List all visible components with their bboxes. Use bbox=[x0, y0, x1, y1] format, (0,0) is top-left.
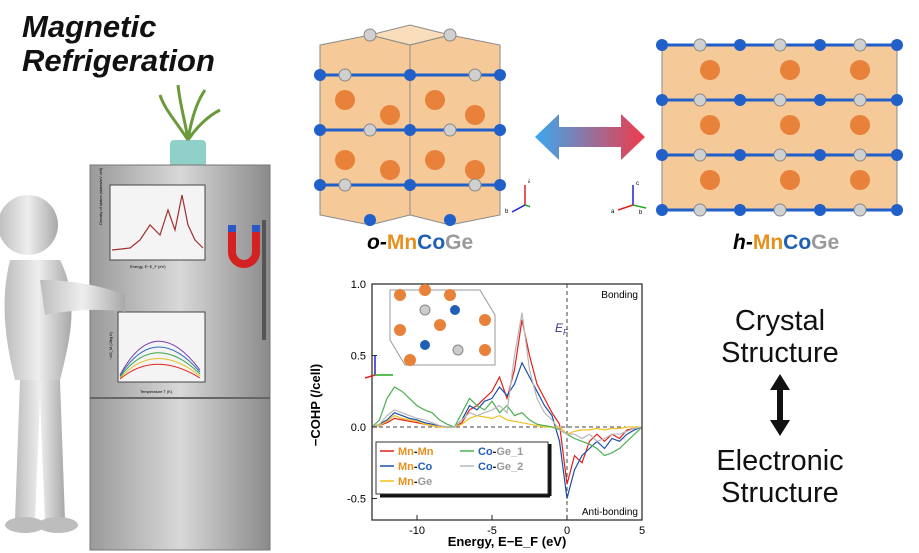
page-title: Magnetic Refrigeration bbox=[22, 10, 215, 78]
person-figure bbox=[0, 195, 125, 533]
antibonding-annotation: Anti-bonding bbox=[582, 507, 638, 518]
y-axis-label: −COHP (/cell) bbox=[308, 364, 323, 446]
entropy-xlabel: Temperature T (K) bbox=[140, 389, 173, 394]
series-line-co-ge-1 bbox=[371, 386, 643, 457]
legend-label: Co-Ge_2 bbox=[478, 461, 523, 473]
svg-text:b: b bbox=[505, 209, 509, 215]
y-tick-label: -0.5 bbox=[347, 494, 366, 506]
crystal-h-mncoge bbox=[656, 38, 903, 217]
svg-text:a: a bbox=[528, 179, 530, 185]
plant-icon bbox=[158, 84, 221, 168]
title-line-2: Refrigeration bbox=[22, 43, 215, 78]
entropy-ylabel: −ΔS_M (J/kg K) bbox=[108, 331, 113, 360]
magnet-icon bbox=[228, 225, 260, 268]
dos-plot: Density of states (states/eV cell) Energ… bbox=[98, 167, 206, 269]
fridge-illustration: Density of states (states/eV cell) Energ… bbox=[0, 84, 271, 551]
x-tick-label: 0 bbox=[564, 525, 570, 537]
cohp-chart: -0.5 0.0 0.5 1.0 -10 -5 0 5 −COHP (/cell) Energ… bbox=[308, 279, 645, 549]
phase-label-o: o-MnCoGe bbox=[367, 231, 474, 254]
legend-label: Mn-Ge bbox=[398, 476, 432, 488]
entropy-plot: −ΔS_M (J/kg K) Temperature T (K) bbox=[108, 311, 206, 394]
series-line-mn-mn bbox=[371, 319, 643, 485]
dos-ylabel: Density of states (states/eV cell) bbox=[98, 167, 103, 225]
x-tick-label: 5 bbox=[639, 525, 645, 537]
x-tick-label: -5 bbox=[487, 525, 497, 537]
y-tick-label: 0.0 bbox=[351, 422, 366, 434]
axis-triad-left: a b bbox=[505, 179, 530, 215]
phase-label-h: h-MnCoGe bbox=[733, 231, 840, 254]
series-line-mn-ge bbox=[371, 414, 642, 435]
legend-label: Co-Ge_1 bbox=[478, 446, 523, 458]
x-axis-label: Energy, E−E_F (eV) bbox=[448, 534, 567, 549]
crystal-o-mncoge: a b bbox=[314, 24, 530, 226]
series-line-co-ge-2 bbox=[371, 312, 643, 442]
axis-triad-right: c a b bbox=[611, 181, 647, 215]
legend-label: Mn-Mn bbox=[398, 446, 434, 458]
bonding-annotation: Bonding bbox=[601, 290, 638, 301]
y-tick-label: 0.5 bbox=[351, 351, 366, 363]
inset-crystal bbox=[364, 284, 496, 379]
transition-arrow bbox=[535, 114, 645, 160]
plot-frame bbox=[371, 283, 643, 521]
crystal-structure-label: Crystal Structure bbox=[721, 305, 839, 369]
svg-text:a: a bbox=[611, 209, 615, 215]
y-tick-label: 1.0 bbox=[351, 279, 366, 291]
x-tick-label: -10 bbox=[409, 525, 425, 537]
svg-text:c: c bbox=[636, 181, 639, 187]
svg-text:b: b bbox=[639, 210, 643, 215]
updown-arrow-icon bbox=[770, 374, 790, 436]
electronic-structure-label: Electronic Structure bbox=[716, 445, 844, 509]
title-line-1: Magnetic bbox=[22, 9, 157, 44]
dos-xlabel: Energy, E−E_F (eV) bbox=[130, 264, 166, 269]
fermi-label: EF bbox=[555, 321, 569, 337]
legend-label: Mn-Co bbox=[398, 461, 433, 473]
